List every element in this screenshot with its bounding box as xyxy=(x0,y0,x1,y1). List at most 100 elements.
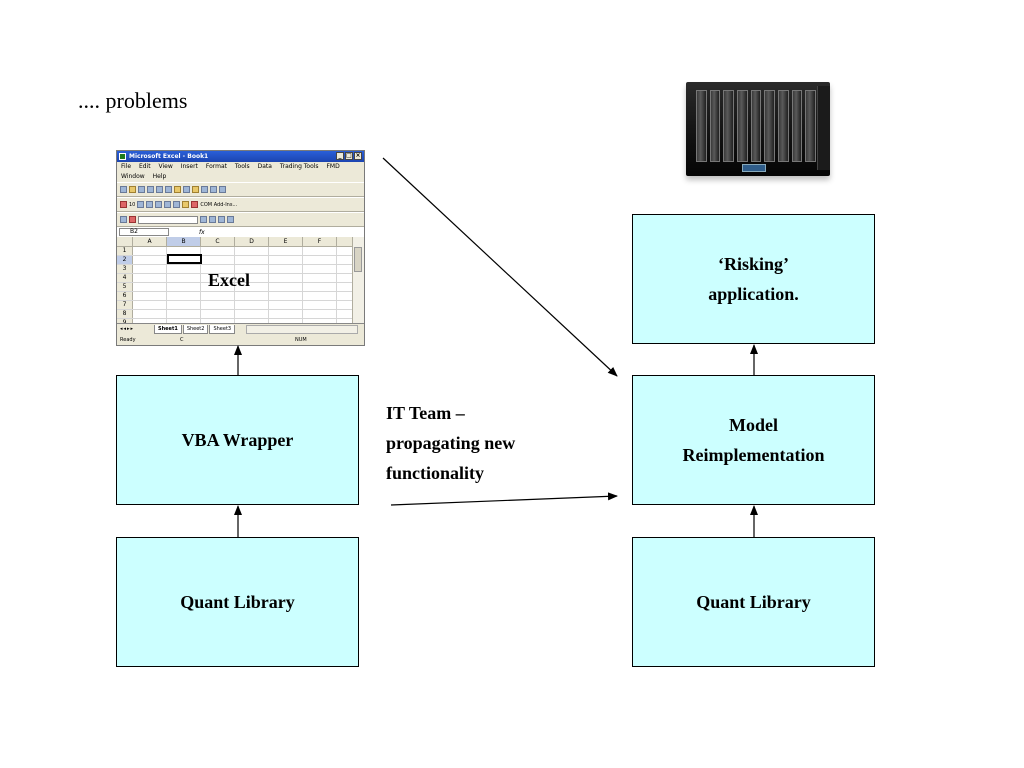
undo-icon xyxy=(201,186,208,193)
row-header: 2 xyxy=(117,256,133,264)
com-addins-label: COM Add-Ins... xyxy=(200,201,238,208)
open-icon xyxy=(129,186,136,193)
menu-trading-tools: Trading Tools xyxy=(279,163,319,170)
fill-color-icon xyxy=(182,201,190,208)
excel-standard-toolbar xyxy=(117,182,364,197)
tool-icon xyxy=(120,216,127,223)
row-header: 6 xyxy=(117,292,133,300)
tool6-icon xyxy=(227,216,234,223)
horizontal-scrollbar xyxy=(246,324,358,334)
percent-icon xyxy=(164,201,172,208)
grid-row: 6 xyxy=(117,292,353,301)
active-cell xyxy=(167,254,202,264)
menu-edit: Edit xyxy=(138,163,151,170)
menu-file: File xyxy=(121,163,132,170)
row-header: 7 xyxy=(117,301,133,309)
row-header: 3 xyxy=(117,265,133,273)
quant-library-left-label: Quant Library xyxy=(180,592,295,612)
excel-window-title: Microsoft Excel - Book1 xyxy=(129,153,209,160)
sheet-tab: Sheet3 xyxy=(209,324,236,334)
font-color-icon xyxy=(191,201,199,208)
excel-menu-bar: File Edit View Insert Format Tools Data … xyxy=(117,162,364,172)
sheet-tab: Sheet2 xyxy=(182,324,209,334)
column-headers: A B C D E F xyxy=(117,237,353,247)
quant-library-right-label: Quant Library xyxy=(696,592,811,612)
tool5-icon xyxy=(218,216,225,223)
grid-rows: 1 2 3 4 5 6 7 8 9 xyxy=(117,247,353,328)
copy-icon xyxy=(183,186,190,193)
borders-icon xyxy=(173,201,181,208)
arrow-it-to-model xyxy=(390,492,618,506)
print-icon xyxy=(147,186,154,193)
status-num: NUM xyxy=(295,337,307,343)
excel-app-icon xyxy=(119,153,126,160)
toolbar-field xyxy=(138,215,198,224)
arrow-excel-to-model xyxy=(382,157,618,377)
menu-tools: Tools xyxy=(234,163,250,170)
align-center-icon xyxy=(146,201,154,208)
sheet-tab: Sheet1 xyxy=(154,324,182,334)
font-icon xyxy=(120,201,127,208)
status-c: C xyxy=(180,337,184,343)
row-header: 1 xyxy=(117,247,133,255)
tool3-icon xyxy=(200,216,207,223)
zoom-icon xyxy=(219,186,226,193)
menu-fmd: FMD xyxy=(326,163,340,170)
new-icon xyxy=(120,186,127,193)
risking-application-box: ‘Risking’ application. xyxy=(632,214,875,344)
vertical-scrollbar xyxy=(352,237,364,323)
paste-icon xyxy=(192,186,199,193)
excel-status-bar: Ready C NUM xyxy=(117,334,364,345)
excel-menu-bar-2: Window Help xyxy=(117,172,364,182)
save-icon xyxy=(138,186,145,193)
grid-row: 4 xyxy=(117,274,353,283)
server-rack-image xyxy=(686,82,830,176)
quant-library-left-box: Quant Library xyxy=(116,537,359,667)
excel-grid: A B C D E F 1 2 3 4 5 6 7 8 9 xyxy=(117,237,353,328)
font-size: 10 xyxy=(129,201,136,208)
menu-window: Window xyxy=(121,173,145,180)
grid-row: 7 xyxy=(117,301,353,310)
menu-help: Help xyxy=(152,173,167,180)
col-header: E xyxy=(269,237,303,246)
grid-row: 8 xyxy=(117,310,353,319)
menu-view: View xyxy=(158,163,173,170)
grid-row: 1 xyxy=(117,247,353,256)
risking-application-label: ‘Risking’ application. xyxy=(708,254,799,304)
model-reimplementation-box: Model Reimplementation xyxy=(632,375,875,505)
status-ready: Ready xyxy=(120,337,136,343)
excel-format-toolbar: 10 COM Add-Ins... xyxy=(117,197,364,212)
align-right-icon xyxy=(155,201,163,208)
excel-label: Excel xyxy=(208,270,250,290)
minimize-icon: _ xyxy=(336,152,344,160)
sheet-nav-icon: ◂◂▸▸ xyxy=(120,326,135,332)
quant-library-right-box: Quant Library xyxy=(632,537,875,667)
slide-title: .... problems xyxy=(78,88,188,113)
col-header: A xyxy=(133,237,167,246)
tool4-icon xyxy=(209,216,216,223)
excel-window-image: Microsoft Excel - Book1 _ □ × File Edit … xyxy=(116,150,365,346)
row-header: 4 xyxy=(117,274,133,282)
col-header: F xyxy=(303,237,337,246)
name-box: B2 xyxy=(119,228,169,236)
spell-icon xyxy=(165,186,172,193)
sheet-tabs: ◂◂▸▸ Sheet1 Sheet2 Sheet3 xyxy=(117,323,364,334)
it-team-label: IT Team – propagating new functionality xyxy=(386,403,516,483)
cut-icon xyxy=(174,186,181,193)
model-reimplementation-label: Model Reimplementation xyxy=(682,415,825,465)
excel-window-controls: _ □ × xyxy=(336,152,362,160)
server-display xyxy=(742,164,766,172)
menu-format: Format xyxy=(205,163,227,170)
grid-row: 3 xyxy=(117,265,353,274)
server-blades xyxy=(696,90,817,162)
close-icon: × xyxy=(354,152,362,160)
server-side-panel xyxy=(817,86,830,170)
excel-extra-toolbar xyxy=(117,212,364,227)
col-header: B xyxy=(167,237,201,246)
row-header: 5 xyxy=(117,283,133,291)
grid-row: 5 xyxy=(117,283,353,292)
col-header: C xyxy=(201,237,235,246)
corner-cell xyxy=(117,237,133,246)
excel-title-bar: Microsoft Excel - Book1 _ □ × xyxy=(117,151,364,162)
maximize-icon: □ xyxy=(345,152,353,160)
